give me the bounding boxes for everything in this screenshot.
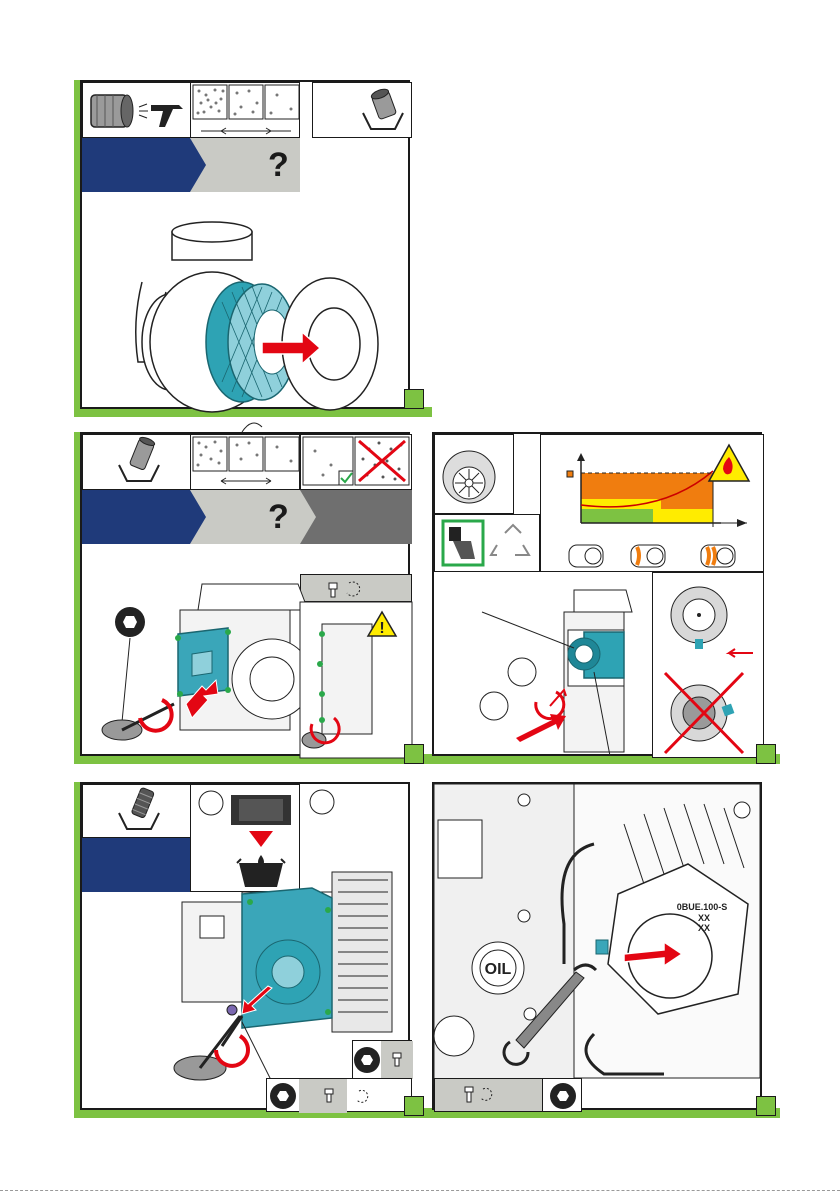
svg-text:!: ! [379,620,384,637]
air-filter-illustration [82,192,412,432]
chevron-icon [190,490,210,544]
filter-condition-row [569,545,735,567]
navy-label-block [82,838,190,892]
housing-marking-line3: XX [698,923,710,933]
dust-density-cell-2 [190,434,300,490]
housing-marking-line2: XX [698,913,710,923]
dust-density-icon [191,83,301,139]
chevron-icon [190,138,210,192]
screw-rotate-icon [267,1079,413,1113]
question-mark: ? [268,498,289,537]
spray-gun-icon [83,83,193,139]
panel-filter-housing-wrench: OIL 0BUE.100-S XX XX [432,782,762,1110]
saturation-chart-cell [540,434,764,572]
discard-cell-3 [82,784,192,838]
dust-density-cell [190,82,300,138]
recycle-icon [435,515,541,573]
hex-key-icon [543,1079,583,1113]
oil-plug-label: OIL [485,961,512,978]
panel-pump-cover-oil [80,782,410,1110]
hex-screw-rotate-cell [266,1078,412,1112]
panel2-corner-marker [404,744,424,764]
dust-density-icon [191,435,301,491]
check-cross-icon [301,435,413,491]
chevron-icon [300,490,320,544]
hex-key-footer [542,1078,582,1112]
pump-cover-illustration: ! [82,544,412,758]
page-cut-line [0,1190,840,1191]
panel4-corner-marker [404,1096,424,1116]
oil-drop-icon [191,785,301,893]
navy-label-block [82,138,190,192]
question-mark: ? [268,146,289,185]
seal-ring-illustration [653,573,765,759]
discard-bin-icon [313,83,413,139]
discard-bin-icon [83,435,193,491]
panel5-corner-marker [756,1096,776,1116]
panel-air-filter-cleaning: ? [80,80,410,409]
step-circle [300,784,412,824]
dark-grey-block [300,490,412,544]
oil-drain-cell [190,784,300,892]
discard-cell-2 [82,434,192,490]
exhaust-filter-cell [434,434,514,514]
panel3-corner-marker [756,744,776,764]
seal-check-cell [652,572,764,758]
housing-photo-illustration: OIL 0BUE.100-S XX XX [434,784,760,1078]
spray-clean-cell [82,82,192,138]
panel-exhaust-filter-saturation [432,432,762,756]
saturation-chart [541,435,765,573]
pump-filter-illustration [434,572,652,758]
panel1-corner-marker [404,389,424,409]
grey-question-block: ? [190,138,300,192]
grey-question-block: ? [190,490,300,544]
discard-bin-icon [83,785,193,839]
saturation-compare-cell [300,434,412,490]
hex-key-icon [353,1041,413,1079]
discard-cell [312,82,412,138]
housing-marking-line1: 0BUE.100-S [677,902,728,912]
navy-label-block [82,490,190,544]
recycle-cell [434,514,540,572]
panel-exhaust-filter-check: ? ! [80,432,410,756]
filter-cartridge-icon [435,435,515,515]
hex-screw-cell-right [352,1040,412,1078]
